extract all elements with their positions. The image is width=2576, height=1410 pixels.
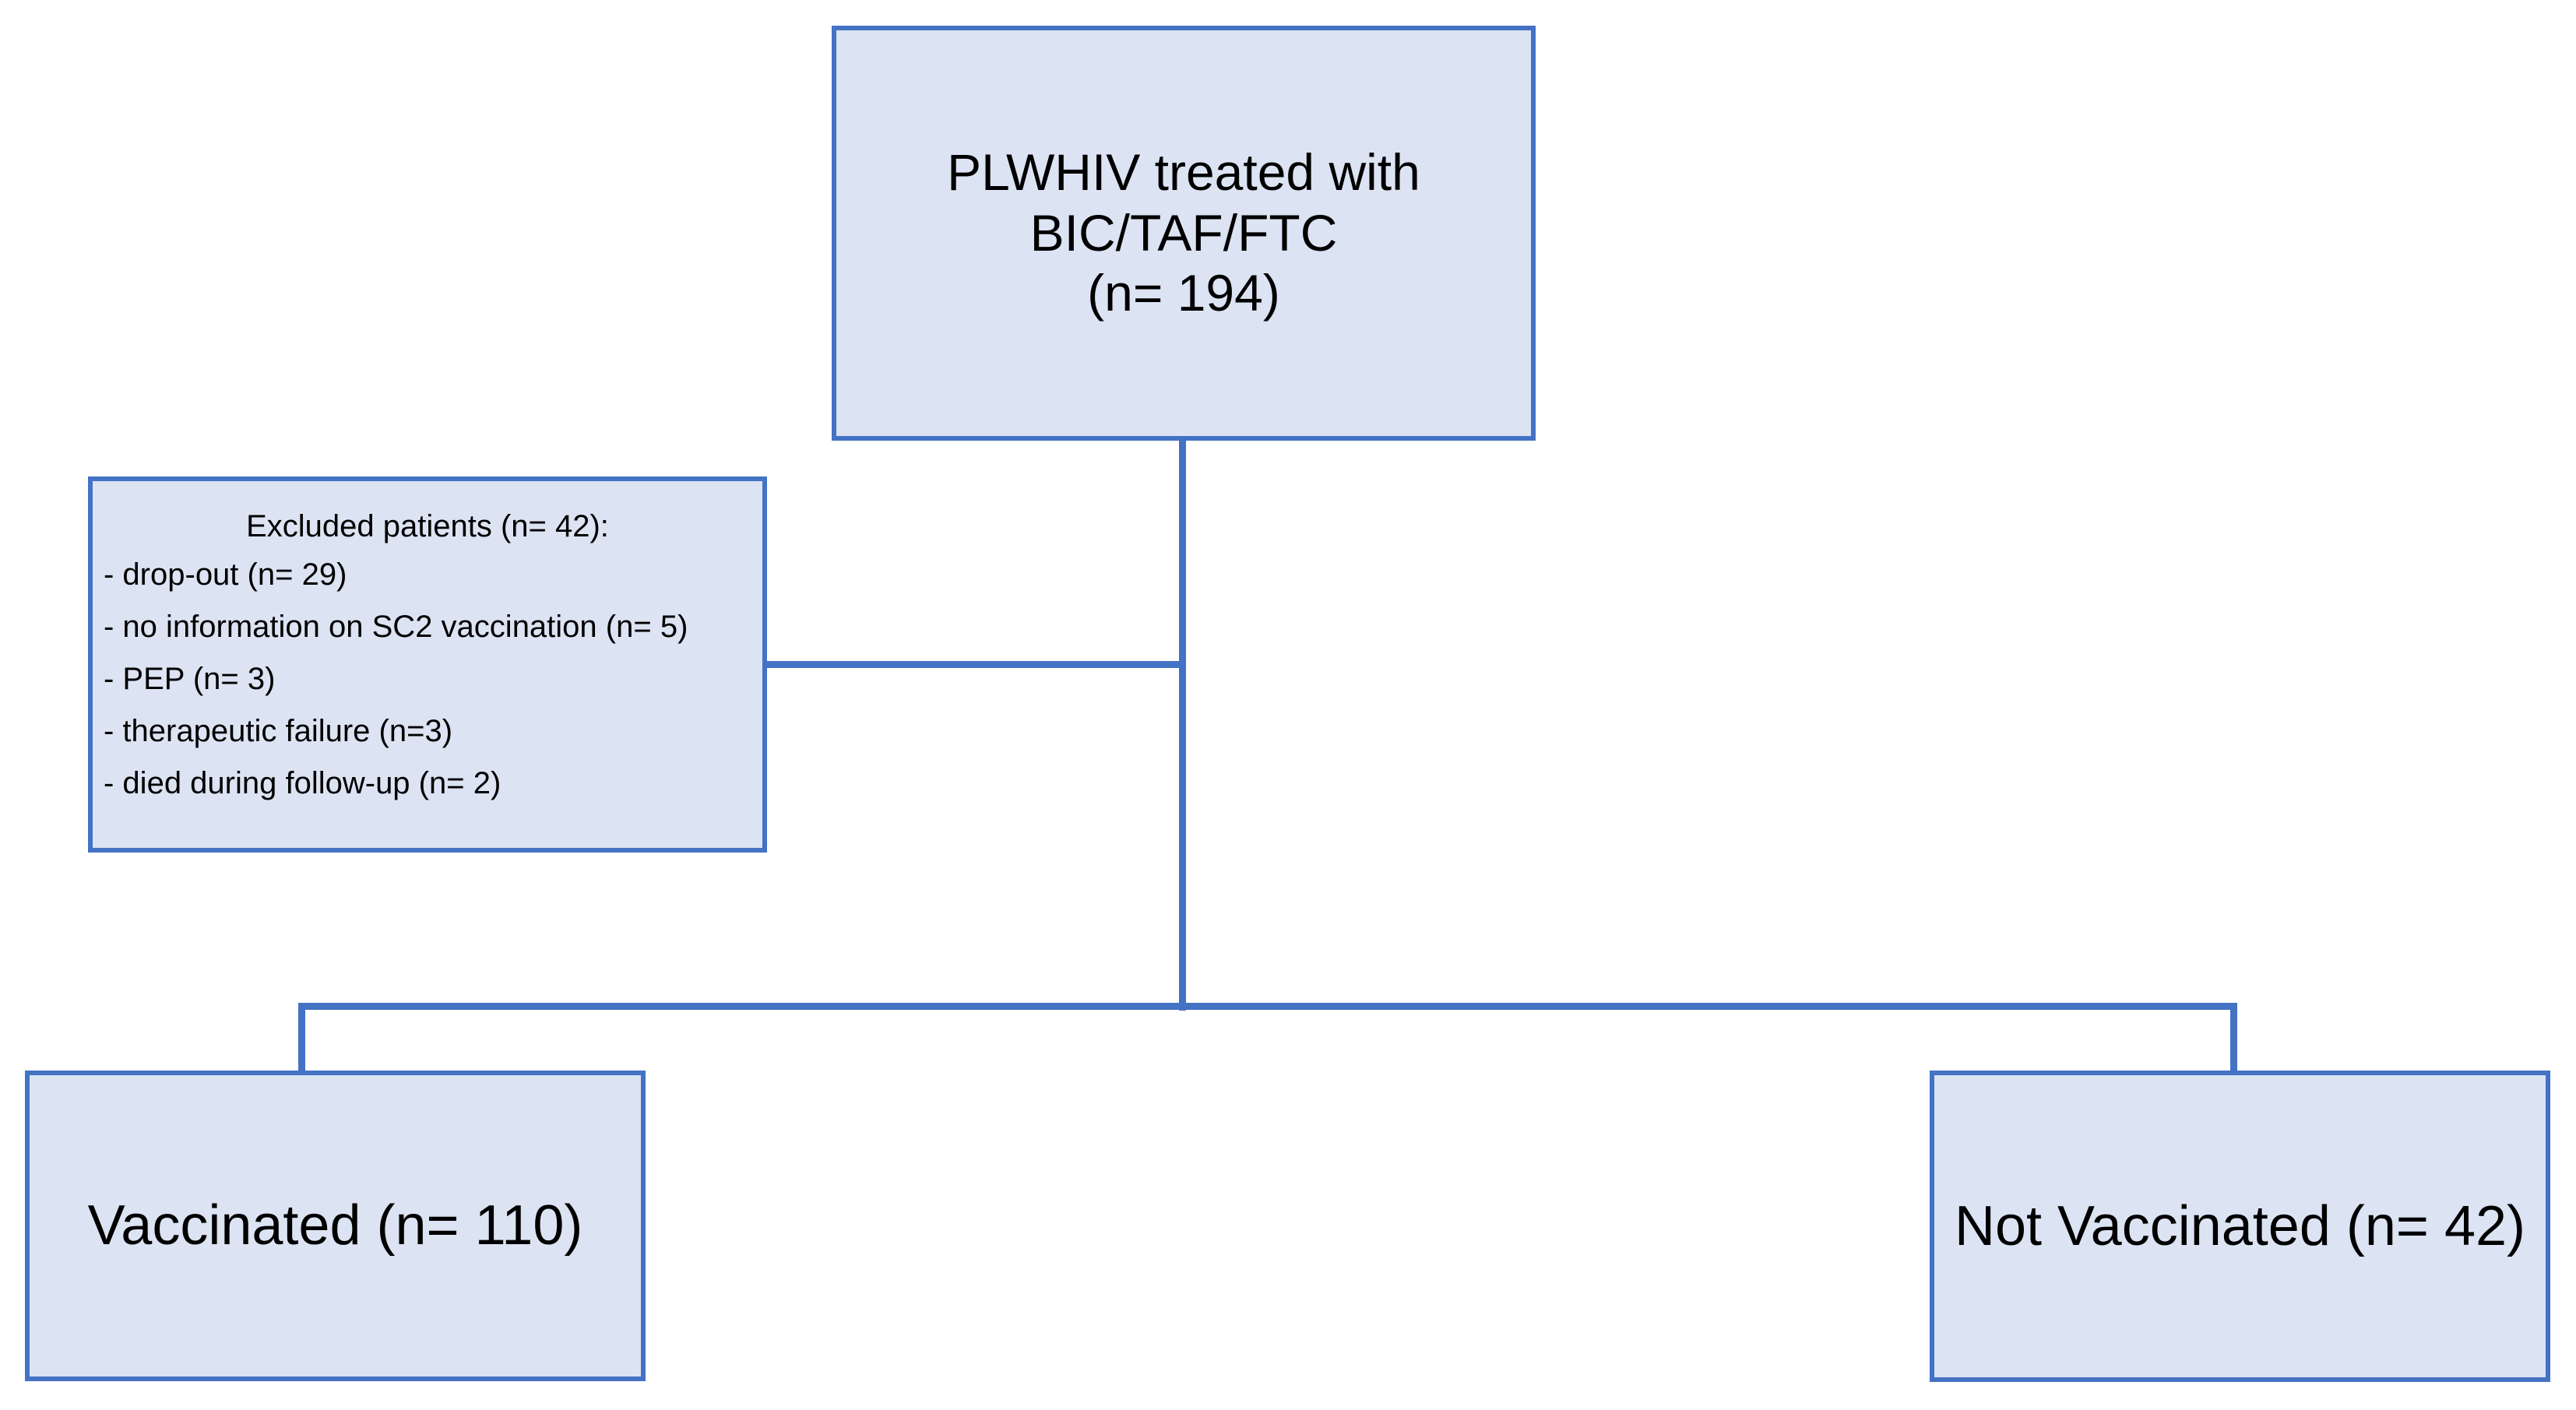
excluded-reasons-list: - drop-out (n= 29) - no information on S… <box>104 559 751 799</box>
excluded-reason-drop-out: - drop-out (n= 29) <box>104 557 347 592</box>
node-not-vaccinated: Not Vaccinated (n= 42) <box>1930 1071 2550 1382</box>
excluded-patients-title: Excluded patients (n= 42): <box>246 509 609 543</box>
excluded-reason-therapeutic-failure: - therapeutic failure (n=3) <box>104 714 453 748</box>
node-plwhiv-treated: PLWHIV treated with BIC/TAF/FTC (n= 194) <box>832 26 1536 441</box>
node-vaccinated-label: Vaccinated (n= 110) <box>87 1194 583 1257</box>
node-vaccinated: Vaccinated (n= 110) <box>25 1071 646 1381</box>
connector-excluded-branch <box>762 661 1185 668</box>
node-not-vaccinated-label: Not Vaccinated (n= 42) <box>1954 1194 2526 1257</box>
connector-root-trunk <box>1179 436 1186 1011</box>
connector-leg-vaccinated <box>298 1003 305 1074</box>
node-plwhiv-treated-label: PLWHIV treated with BIC/TAF/FTC (n= 194) <box>947 142 1420 322</box>
excluded-reason-pep: - PEP (n= 3) <box>104 662 276 696</box>
connector-leg-not-vaccinated <box>2230 1003 2237 1074</box>
node-excluded-patients: Excluded patients (n= 42): - drop-out (n… <box>88 476 767 853</box>
connector-split-bar <box>298 1003 2237 1010</box>
excluded-reason-no-information: - no information on SC2 vaccination (n= … <box>104 610 688 644</box>
excluded-reason-died: - died during follow-up (n= 2) <box>104 766 501 800</box>
